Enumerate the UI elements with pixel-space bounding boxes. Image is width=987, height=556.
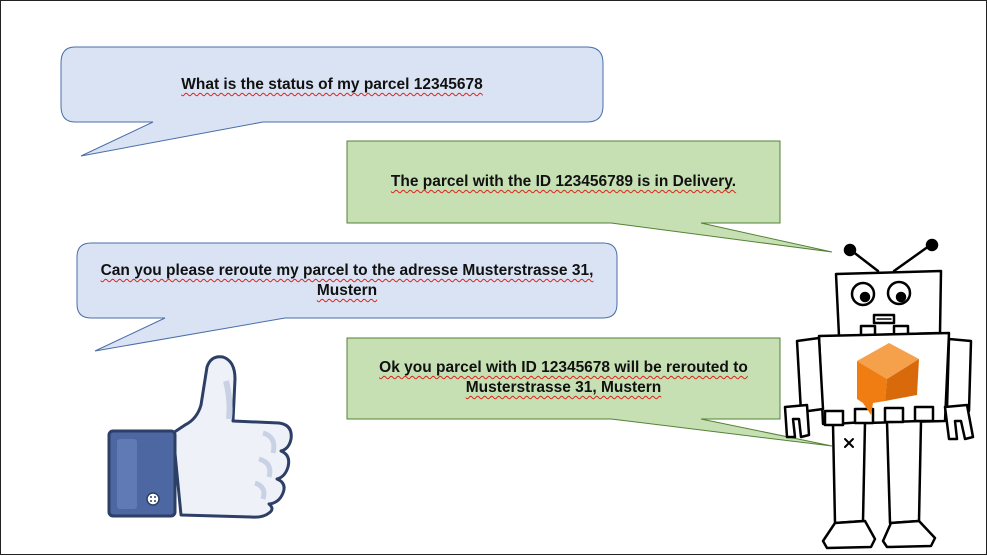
user-message-1: What is the status of my parcel 12345678 [61, 75, 603, 95]
user-message-2-line2: Mustern [316, 282, 378, 299]
robot-icon [783, 238, 975, 550]
bot-reply-1-text: The parcel with the ID 123456789 is in D… [390, 173, 737, 190]
bot-reply-2-line1: Ok you parcel with ID 12345678 will be r… [379, 359, 748, 376]
user-message-1-text: What is the status of my parcel 12345678 [181, 76, 483, 93]
user-message-2-line1: Can you please reroute my parcel to the … [100, 262, 594, 279]
bot-bubble-1 [346, 140, 833, 253]
bot-reply-1: The parcel with the ID 123456789 is in D… [347, 172, 780, 192]
user-message-2: Can you please reroute my parcel to the … [61, 261, 633, 301]
bot-reply-2: Ok you parcel with ID 12345678 will be r… [347, 358, 780, 398]
user-bubble-1 [60, 46, 604, 157]
bot-reply-2-line2: Musterstrasse 31, Mustern [465, 379, 662, 396]
thumbs-up-icon [107, 355, 293, 519]
user-bubble-2 [76, 242, 618, 352]
bot-bubble-2 [346, 337, 833, 447]
orange-cube-logo-icon [857, 343, 919, 415]
